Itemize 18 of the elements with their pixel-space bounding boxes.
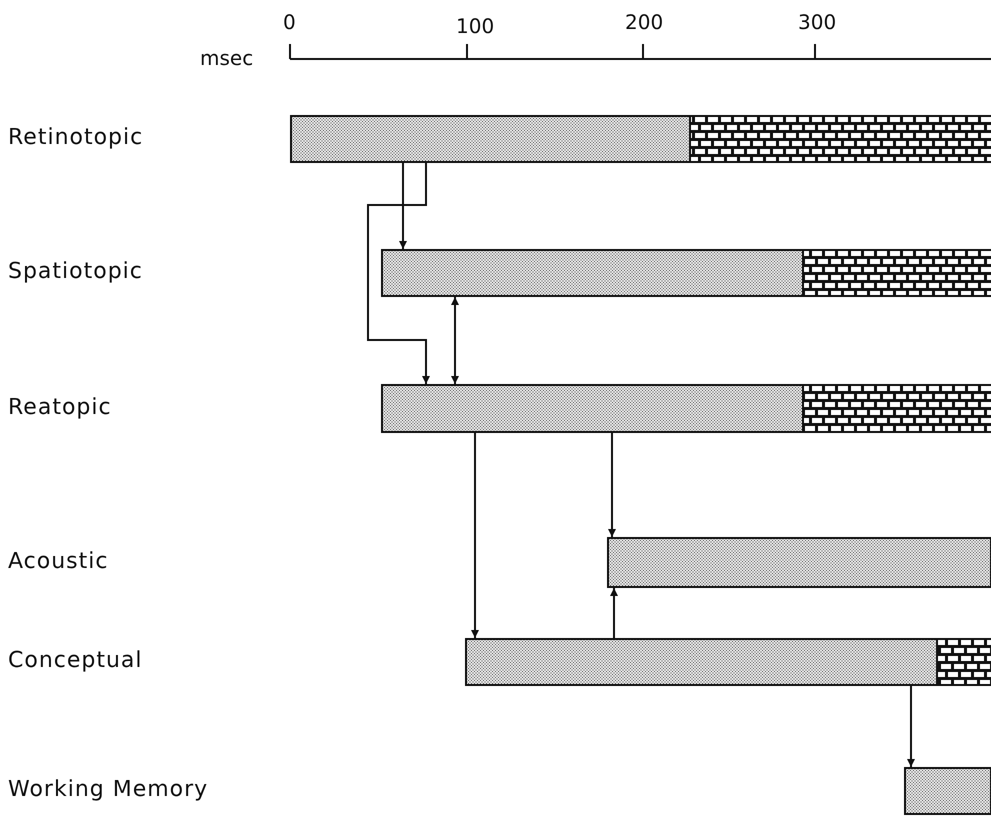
tick-label: 300 xyxy=(798,10,836,34)
arrow xyxy=(471,433,479,638)
tick-label: 0 xyxy=(283,10,296,34)
tick-label: 200 xyxy=(625,10,664,34)
axis-unit: msec xyxy=(200,46,254,70)
arrow xyxy=(367,163,430,384)
row-label: Reatopic xyxy=(8,395,112,420)
arrow xyxy=(399,163,407,249)
arrow xyxy=(610,588,618,638)
arrow xyxy=(608,433,616,537)
row-label: Acoustic xyxy=(8,549,108,574)
row-label: Spatiotopic xyxy=(8,259,143,284)
row-label: Conceptual xyxy=(8,648,143,673)
arrow xyxy=(451,297,459,384)
arrow xyxy=(907,686,915,767)
row-label: Working Memory xyxy=(8,777,208,802)
row-label: Retinotopic xyxy=(8,125,144,150)
tick-label: 100 xyxy=(456,14,494,38)
